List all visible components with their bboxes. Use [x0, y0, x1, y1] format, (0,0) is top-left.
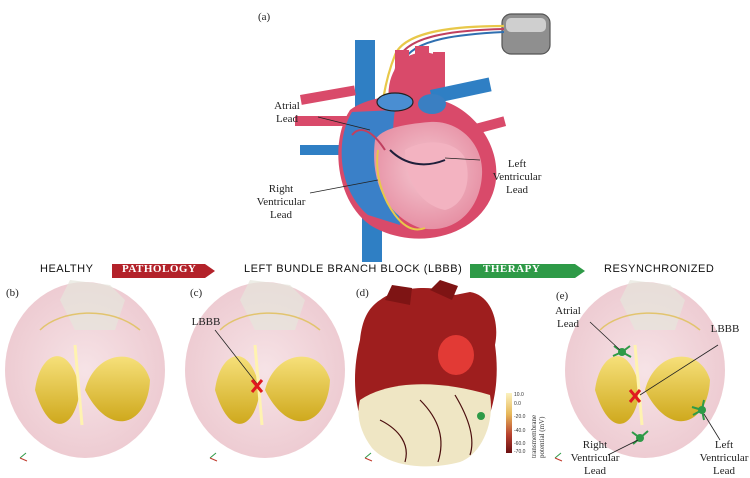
stage-pathology: PATHOLOGY [122, 263, 196, 275]
colorbar-tick-5: -70.0 [514, 449, 525, 455]
stage-resynchronized: RESYNCHRONIZED [604, 263, 714, 275]
panel-a-heart [295, 14, 550, 262]
panel-c-lbbb-label: LBBB [186, 316, 226, 329]
panel-e-letter: (e) [556, 290, 568, 302]
colorbar [506, 393, 512, 453]
colorbar-tick-4: -60.0 [514, 441, 525, 447]
superior-vena-cava [355, 40, 375, 110]
colorbar-tick-1: 0.0 [514, 401, 521, 407]
panel-b-heart [5, 280, 165, 458]
colorbar-tick-0: 10.0 [514, 392, 524, 398]
panel-a-letter: (a) [258, 11, 270, 23]
panel-c-letter: (c) [190, 287, 202, 299]
stage-lbbb: LEFT BUNDLE BRANCH BLOCK (LBBB) [244, 263, 462, 275]
stage-therapy: THERAPY [483, 263, 540, 275]
colorbar-title-1: transmembrane [530, 415, 538, 458]
colorbar-tick-2: -20.0 [514, 414, 525, 420]
colorbar-title-2: potential (mV) [538, 417, 546, 458]
colorbar-tick-3: -40.0 [514, 428, 525, 434]
panel-d-heart [355, 280, 512, 466]
panel-e-lbbb-label: LBBB [705, 323, 745, 336]
stage-healthy: HEALTHY [40, 263, 93, 275]
panel-d-letter: (d) [356, 287, 369, 299]
panel-b-letter: (b) [6, 287, 19, 299]
panel-c-heart [185, 280, 345, 458]
pacemaker-header [506, 18, 546, 32]
